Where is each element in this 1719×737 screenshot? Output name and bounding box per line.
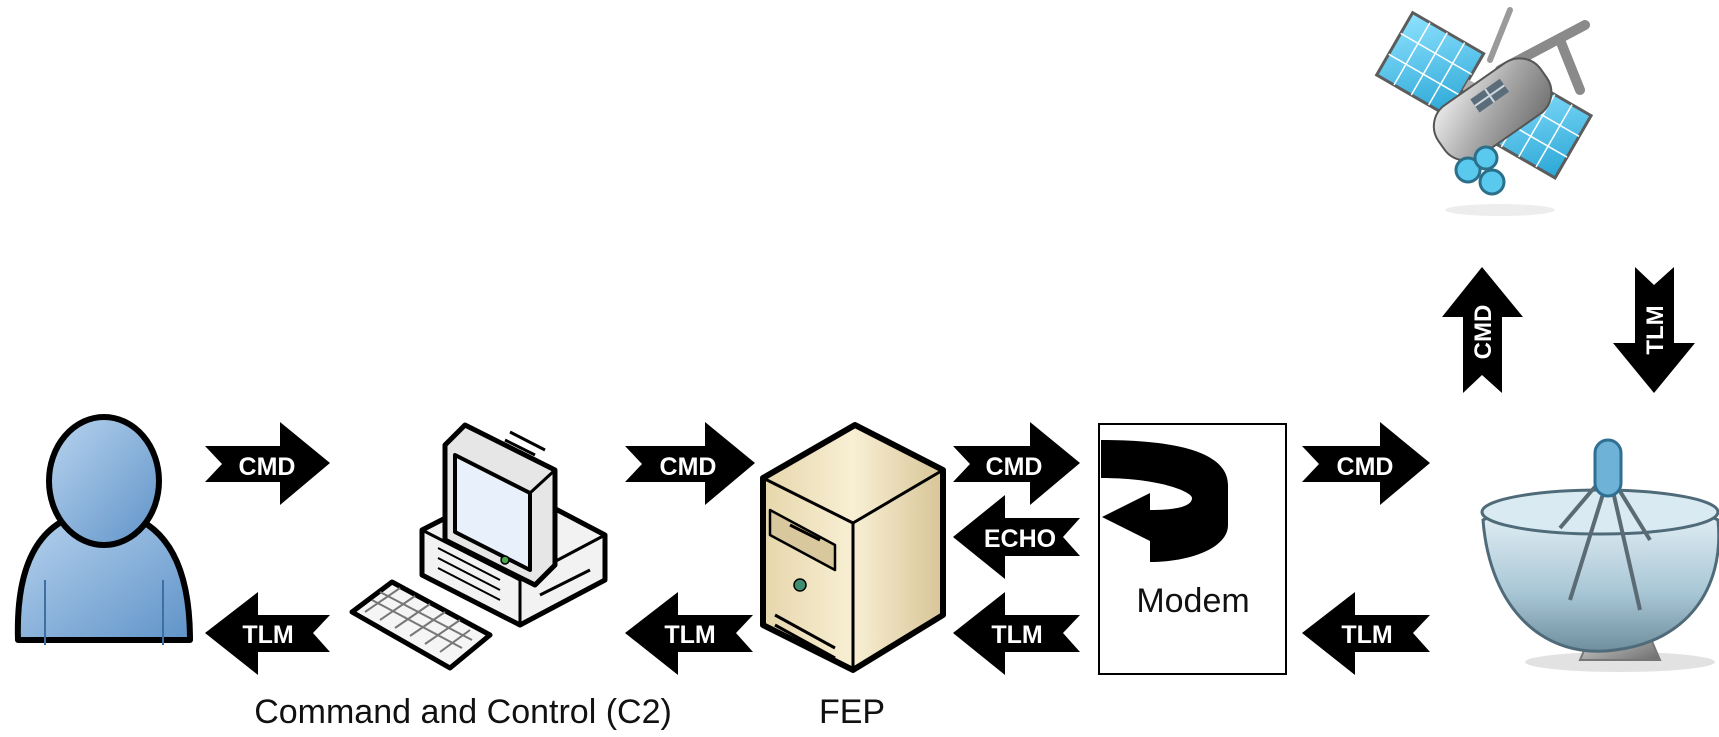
svg-text:CMD: CMD [239, 453, 296, 481]
tlm-downlink-arrow: TLM [1613, 267, 1695, 393]
modem-box: Modem [1098, 423, 1287, 675]
cmd-arrow-fep-to-modem: CMD [953, 422, 1080, 505]
modem-label: Modem [1136, 582, 1249, 620]
svg-text:CMD: CMD [660, 453, 717, 481]
tlm-arrow-antenna-to-modem: TLM [1302, 592, 1430, 675]
user-icon [14, 414, 193, 645]
computer-icon [349, 422, 608, 671]
cmd-arrow-modem-to-antenna: CMD [1302, 422, 1430, 505]
c2-label: Command and Control (C2) [254, 693, 672, 731]
tlm-arrow-fep-to-c2: TLM [625, 592, 753, 675]
svg-text:CMD: CMD [1470, 305, 1497, 360]
ground-antenna-icon [1480, 438, 1719, 672]
svg-text:TLM: TLM [242, 621, 293, 649]
svg-text:CMD: CMD [1337, 453, 1394, 481]
loop-arrow-icon [1101, 440, 1228, 562]
cmd-arrow-c2-to-fep: CMD [625, 422, 755, 505]
tlm-arrow-c2-to-user: TLM [205, 592, 330, 675]
cmd-arrow-user-to-c2: CMD [205, 422, 330, 505]
svg-text:TLM: TLM [1341, 621, 1392, 649]
svg-text:TLM: TLM [1642, 305, 1669, 354]
svg-text:TLM: TLM [991, 621, 1042, 649]
echo-arrow-modem-to-fep: ECHO [953, 495, 1080, 579]
tlm-arrow-modem-to-fep: TLM [953, 592, 1080, 675]
svg-text:CMD: CMD [986, 453, 1043, 481]
cmd-uplink-arrow: CMD [1442, 267, 1523, 393]
fep-label: FEP [819, 693, 885, 731]
svg-text:ECHO: ECHO [984, 525, 1056, 553]
server-icon [760, 422, 946, 673]
satellite-icon [1374, 7, 1594, 216]
svg-text:TLM: TLM [664, 621, 715, 649]
